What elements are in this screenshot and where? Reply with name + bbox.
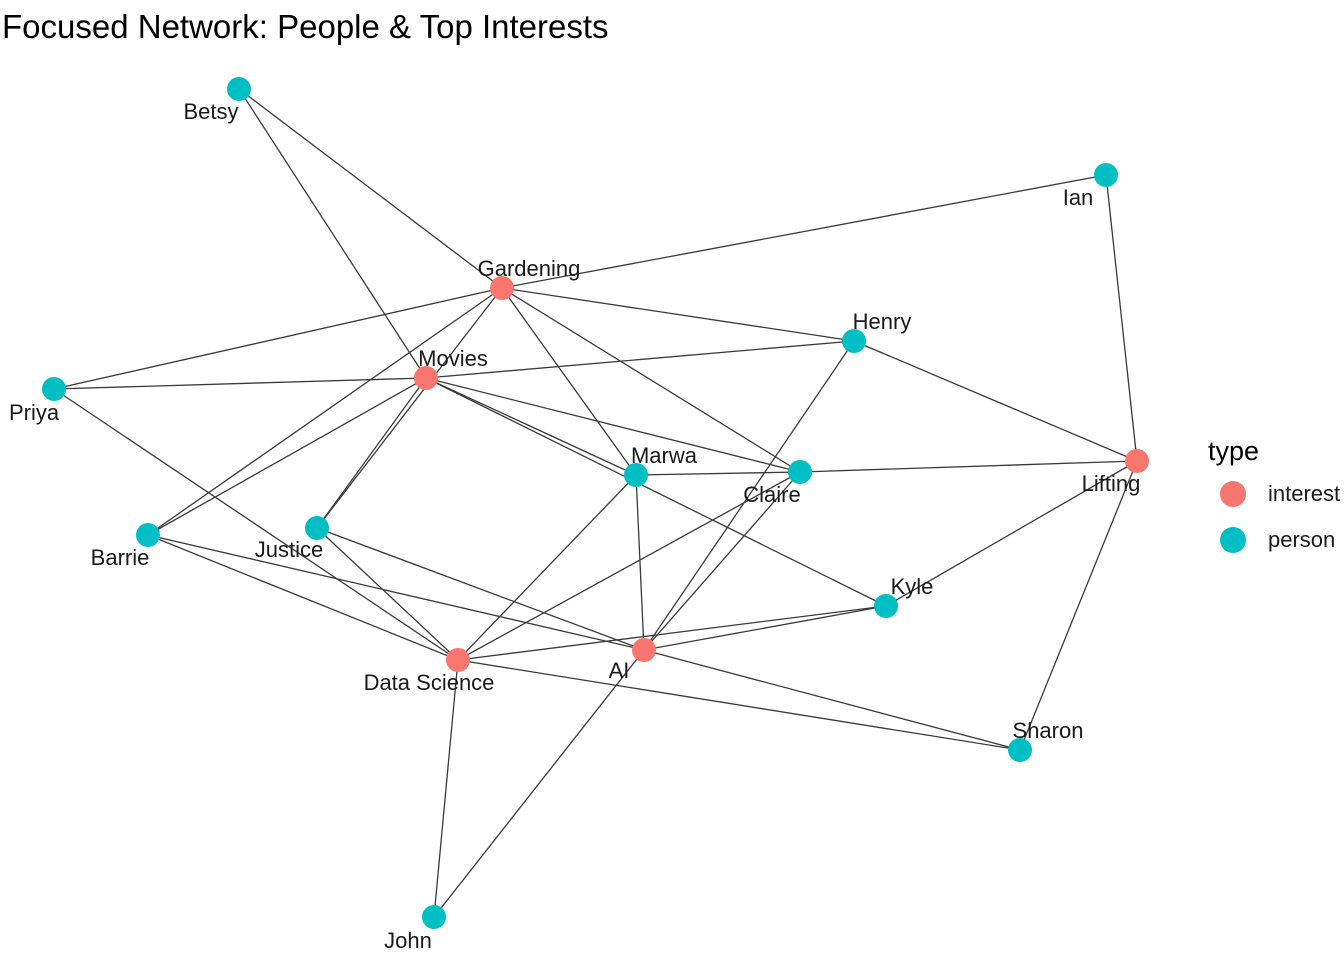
edge-john-data-science	[433, 659, 459, 918]
edge-layer	[53, 88, 1138, 918]
edge-kyle-data-science	[457, 605, 887, 661]
legend-title: type	[1208, 436, 1260, 466]
edge-ian-lifting	[1105, 174, 1138, 462]
node-priya	[42, 377, 66, 401]
node-label-barrie: Barrie	[91, 545, 150, 570]
edge-john-ai	[433, 649, 645, 918]
edge-justice-ai	[316, 527, 645, 651]
edge-barrie-gardening	[147, 287, 503, 536]
edge-barrie-ai	[147, 534, 645, 651]
node-ian	[1094, 163, 1118, 187]
node-label-sharon: Sharon	[1013, 718, 1084, 743]
node-kyle	[874, 594, 898, 618]
node-label-data-science: Data Science	[364, 670, 495, 695]
edge-claire-movies	[425, 377, 801, 473]
legend-label-interest: interest	[1268, 481, 1341, 506]
edge-marwa-movies	[425, 377, 637, 476]
edge-henry-gardening	[501, 287, 855, 342]
node-betsy	[227, 77, 251, 101]
node-gardening	[490, 276, 514, 300]
legend-item-person: person	[1208, 525, 1335, 571]
edge-claire-ai	[643, 471, 801, 651]
edge-kyle-lifting	[885, 460, 1138, 607]
node-john	[422, 905, 446, 929]
edge-claire-gardening	[501, 287, 801, 473]
edge-marwa-gardening	[501, 287, 637, 476]
edge-kyle-ai	[643, 605, 887, 651]
node-justice	[305, 516, 329, 540]
node-label-movies: Movies	[418, 346, 488, 371]
node-ai	[632, 638, 656, 662]
edge-henry-ai	[643, 340, 855, 651]
edge-priya-movies	[53, 377, 427, 390]
edge-sharon-ai	[643, 649, 1021, 751]
edge-sharon-lifting	[1019, 460, 1138, 751]
node-label-ian: Ian	[1063, 185, 1094, 210]
legend: type interest person	[1208, 436, 1340, 571]
edge-justice-movies	[316, 377, 427, 529]
edge-marwa-ai	[635, 474, 645, 651]
chart-title: Focused Network: People & Top Interests	[2, 8, 609, 45]
node-label-betsy: Betsy	[183, 99, 238, 124]
node-lifting	[1125, 449, 1149, 473]
edge-justice-gardening	[316, 287, 503, 529]
edge-henry-lifting	[853, 340, 1138, 462]
edge-kyle-movies	[425, 377, 887, 607]
edge-barrie-data-science	[147, 534, 459, 661]
node-sharon	[1008, 738, 1032, 762]
node-data-science	[446, 648, 470, 672]
edge-marwa-claire	[635, 471, 801, 476]
node-label-lifting: Lifting	[1082, 471, 1141, 496]
legend-item-interest: interest	[1208, 479, 1340, 525]
node-label-ai: AI	[609, 658, 630, 683]
edge-priya-data-science	[53, 388, 459, 661]
legend-swatch-interest	[1220, 481, 1246, 507]
node-label-henry: Henry	[853, 309, 912, 334]
edge-betsy-movies	[238, 88, 427, 379]
node-claire	[788, 460, 812, 484]
node-marwa	[624, 463, 648, 487]
edge-sharon-data-science	[457, 659, 1021, 751]
legend-swatch-person	[1220, 527, 1246, 553]
legend-label-person: person	[1268, 527, 1336, 552]
edge-marwa-data-science	[457, 474, 637, 661]
node-barrie	[136, 523, 160, 547]
node-label-marwa: Marwa	[631, 443, 698, 468]
edge-claire-data-science	[457, 471, 801, 661]
node-label-kyle: Kyle	[891, 574, 934, 599]
node-label-john: John	[384, 928, 432, 953]
edge-ian-gardening	[501, 174, 1107, 289]
node-label-justice: Justice	[255, 537, 323, 562]
edge-henry-movies	[425, 340, 855, 379]
edge-betsy-gardening	[238, 88, 503, 289]
node-label-gardening: Gardening	[478, 256, 581, 281]
node-layer	[42, 77, 1149, 929]
node-henry	[842, 329, 866, 353]
node-label-priya: Priya	[9, 400, 60, 425]
node-label-claire: Claire	[743, 482, 800, 507]
edge-barrie-movies	[147, 377, 427, 536]
edge-priya-gardening	[53, 287, 503, 390]
edge-justice-data-science	[316, 527, 459, 661]
edge-claire-lifting	[799, 460, 1138, 473]
node-movies	[414, 366, 438, 390]
